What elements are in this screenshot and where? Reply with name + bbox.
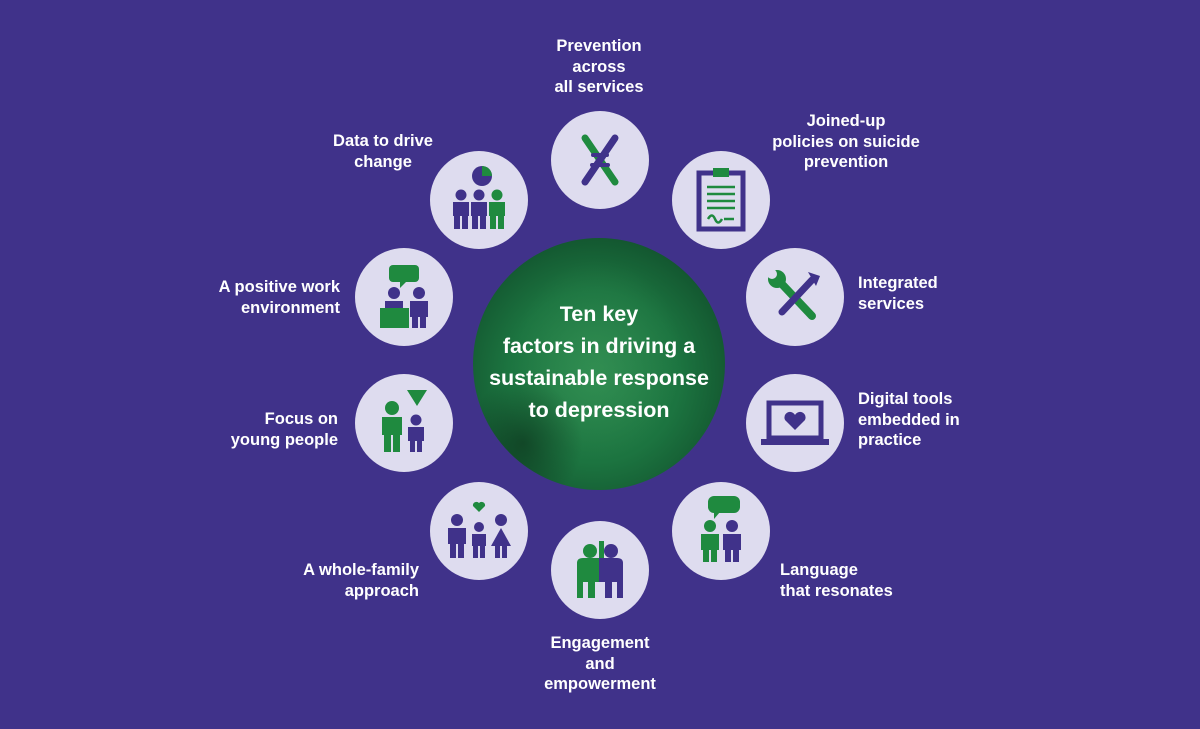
- clipboard-icon: [672, 151, 770, 249]
- family-icon: [430, 482, 528, 580]
- laptop-heart-icon: [746, 374, 844, 472]
- dna-icon: [551, 111, 649, 209]
- embracing-people-icon: [551, 521, 649, 619]
- young-person-icon: [355, 374, 453, 472]
- hub-title-line: to depression: [528, 398, 670, 422]
- hub-title-line: sustainable response: [489, 366, 709, 390]
- data-people-icon: [430, 151, 528, 249]
- hub-title-line: factors in driving a: [502, 334, 696, 358]
- central-hub: Ten key factors in driving a sustainable…: [473, 238, 725, 490]
- hub-title: Ten key factors in driving a sustainable…: [473, 298, 725, 426]
- speech-people-icon: [672, 482, 770, 580]
- tools-icon: [746, 248, 844, 346]
- hub-title-line: Ten key: [559, 302, 639, 326]
- workplace-icon: [355, 248, 453, 346]
